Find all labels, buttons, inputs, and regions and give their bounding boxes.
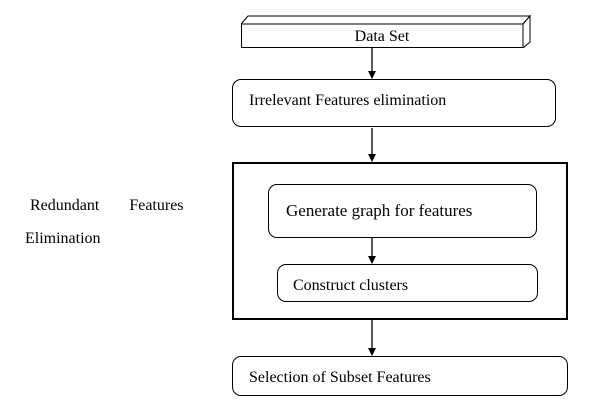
construct-clusters-label: Construct clusters	[293, 277, 409, 294]
dataset-node: Data Set	[241, 12, 531, 48]
construct-clusters-node: Construct clusters	[277, 264, 538, 302]
dataset-label: Data Set	[354, 28, 410, 45]
generate-graph-node: Generate graph for features	[268, 184, 537, 238]
selection-subset-node: Selection of Subset Features	[232, 356, 568, 396]
selection-subset-label: Selection of Subset Features	[249, 369, 431, 386]
dataset-slab-shape	[241, 14, 531, 48]
redundant-side-label-line2: Elimination	[25, 230, 101, 247]
redundant-elimination-container	[232, 162, 568, 320]
generate-graph-label: Generate graph for features	[286, 201, 473, 220]
redundant-side-label-line1: Redundant Features	[30, 197, 184, 214]
irrelevant-features-label: Irrelevant Features elimination	[249, 92, 447, 109]
irrelevant-features-node: Irrelevant Features elimination	[232, 79, 556, 127]
